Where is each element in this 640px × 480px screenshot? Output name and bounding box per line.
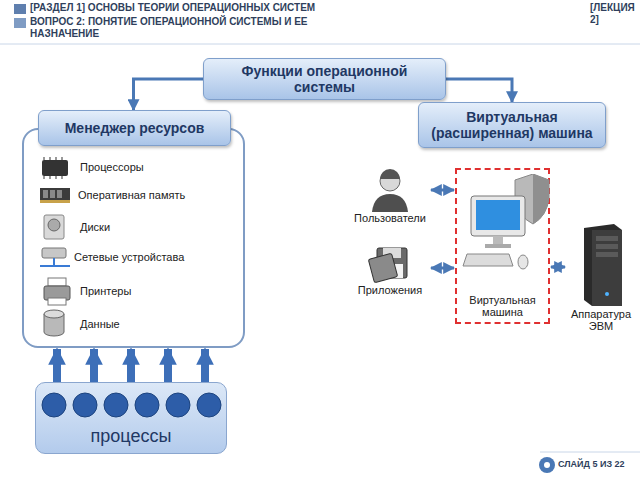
panel-heading: Менеджер ресурсов bbox=[38, 110, 231, 146]
header-icon bbox=[14, 18, 26, 28]
process-circles bbox=[36, 385, 226, 425]
header-rule bbox=[0, 44, 640, 45]
virtual-machine-illustration bbox=[457, 174, 550, 284]
applications-item: Приложения bbox=[350, 246, 430, 306]
memory-icon bbox=[40, 188, 70, 203]
item-label: Пользователи bbox=[350, 212, 430, 224]
band-label: процессы bbox=[36, 426, 226, 447]
connector-arrow bbox=[164, 349, 172, 382]
connector-arrow bbox=[431, 267, 454, 270]
item-label: Аппаратура ЭВМ bbox=[566, 308, 636, 332]
connector-arrow bbox=[446, 79, 512, 102]
connector-arrow bbox=[201, 349, 209, 382]
connector-arrow bbox=[134, 79, 204, 110]
virtual-machine-region: Виртуальная машина bbox=[455, 168, 550, 324]
connector-arrow bbox=[431, 189, 454, 192]
resource-item: Принтеры bbox=[80, 285, 230, 298]
users-item: Пользователи bbox=[350, 168, 430, 232]
connector-arrow bbox=[127, 349, 135, 382]
function-box: Функции операционной системы bbox=[203, 58, 446, 100]
question-title: ВОПРОС 2: ПОНЯТИЕ ОПЕРАЦИОННОЙ СИСТЕМЫ И… bbox=[30, 16, 370, 40]
resource-item: Диски bbox=[80, 221, 230, 234]
resource-item: Процессоры bbox=[80, 161, 230, 174]
section-title: [РАЗДЕЛ 1] ОСНОВЫ ТЕОРИИ ОПЕРАЦИОННЫХ СИ… bbox=[30, 2, 360, 14]
lecture-number: [ЛЕКЦИЯ 2] bbox=[590, 2, 636, 26]
footer-rule bbox=[540, 452, 640, 453]
slide-number: СЛАЙД 5 ИЗ 22 bbox=[558, 459, 638, 470]
connector-arrow bbox=[90, 349, 98, 382]
header-icon bbox=[14, 4, 26, 14]
region-label: Виртуальная машина bbox=[457, 294, 548, 318]
panel-heading-text: Менеджер ресурсов bbox=[65, 120, 205, 136]
connector-arrow bbox=[551, 266, 565, 269]
user-icon bbox=[367, 168, 413, 212]
data-icon bbox=[44, 310, 64, 336]
processes-band: процессы bbox=[35, 382, 227, 454]
connector-arrow bbox=[53, 349, 61, 382]
disk-icon bbox=[44, 215, 64, 239]
resource-item: Оперативная память bbox=[78, 189, 238, 202]
application-icon bbox=[367, 246, 413, 284]
processor-icon bbox=[42, 157, 68, 179]
hardware-item: Аппаратура ЭВМ bbox=[566, 222, 636, 342]
node-text: Виртуальная (расширенная) машина bbox=[427, 109, 597, 141]
gear-icon bbox=[539, 457, 555, 473]
network-icon bbox=[40, 248, 70, 266]
printer-icon bbox=[44, 278, 70, 305]
computer-tower-icon bbox=[576, 222, 626, 308]
resource-item: Данные bbox=[80, 318, 230, 331]
resource-item: Сетевые устройстава bbox=[74, 251, 234, 264]
item-label: Приложения bbox=[350, 284, 430, 296]
node-text: Функции операционной системы bbox=[212, 63, 437, 95]
virtual-machine-box: Виртуальная (расширенная) машина bbox=[418, 102, 606, 148]
resource-panel: Менеджер ресурсов bbox=[22, 110, 245, 348]
